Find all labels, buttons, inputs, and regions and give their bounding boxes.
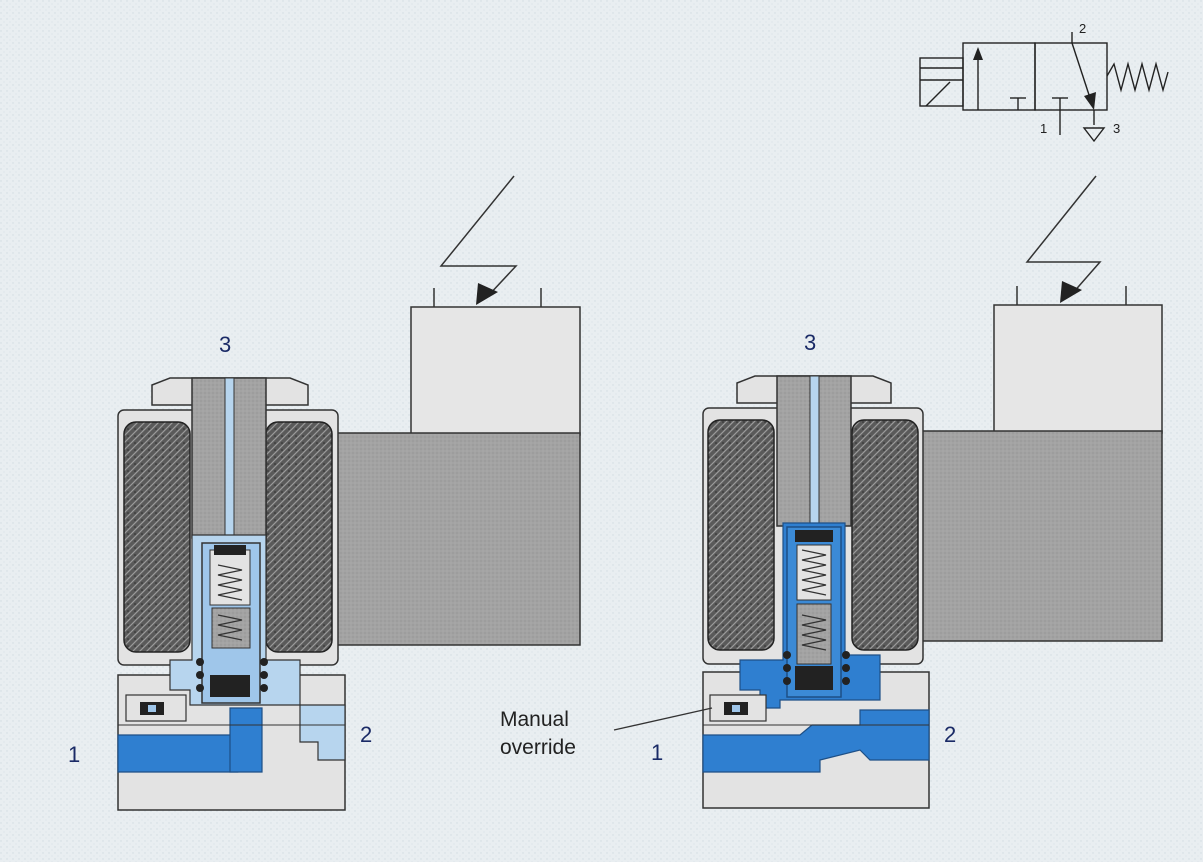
left-port-3-label: 3 [219, 332, 231, 357]
exhaust-channel-right [809, 375, 820, 527]
right-port-3-label: 3 [804, 330, 816, 355]
lightning-bolt-icon [1025, 175, 1102, 303]
electric-plug-left [410, 288, 581, 436]
solenoid-housing-left [331, 432, 581, 646]
solenoid-housing-right [916, 430, 1163, 642]
spring-symbol [1106, 61, 1169, 93]
spring-upper-right [801, 549, 827, 596]
seal-right [795, 666, 833, 690]
right-port-2-label: 2 [944, 722, 956, 747]
symbol-port-2-label: 2 [1079, 21, 1086, 36]
valve-graphic-symbol: 2 1 3 [919, 21, 1169, 143]
coil-winding-right-b [851, 419, 919, 651]
manual-override-leader [613, 707, 713, 731]
valve-right-section: 3 1 2 Manual override [500, 175, 1163, 809]
left-port-1-label: 1 [68, 742, 80, 767]
exhaust-channel-left [224, 377, 235, 549]
manual-override-label-line1: Manual [500, 708, 569, 731]
spring-upper-left [217, 564, 243, 601]
coil-winding-right-a [707, 419, 775, 651]
valve-left-section: 3 1 2 [68, 175, 581, 811]
right-port-1-label: 1 [651, 740, 663, 765]
spring-lower-right [801, 614, 827, 651]
air-passage-port2-left [299, 704, 346, 761]
manual-override-label-line2: override [500, 736, 576, 759]
spring-lower-left [217, 614, 243, 641]
symbol-port-1-label: 1 [1040, 121, 1047, 136]
coil-winding-left-a [123, 421, 191, 653]
electric-plug-right [993, 286, 1163, 434]
symbol-port-3-label: 3 [1113, 121, 1120, 136]
lightning-bolt-icon [439, 175, 518, 305]
coil-winding-left-b [265, 421, 333, 653]
left-port-2-label: 2 [360, 722, 372, 747]
exhaust-symbol [1082, 127, 1106, 143]
symbol-box-rest [1034, 42, 1108, 111]
seal-left [210, 675, 250, 697]
